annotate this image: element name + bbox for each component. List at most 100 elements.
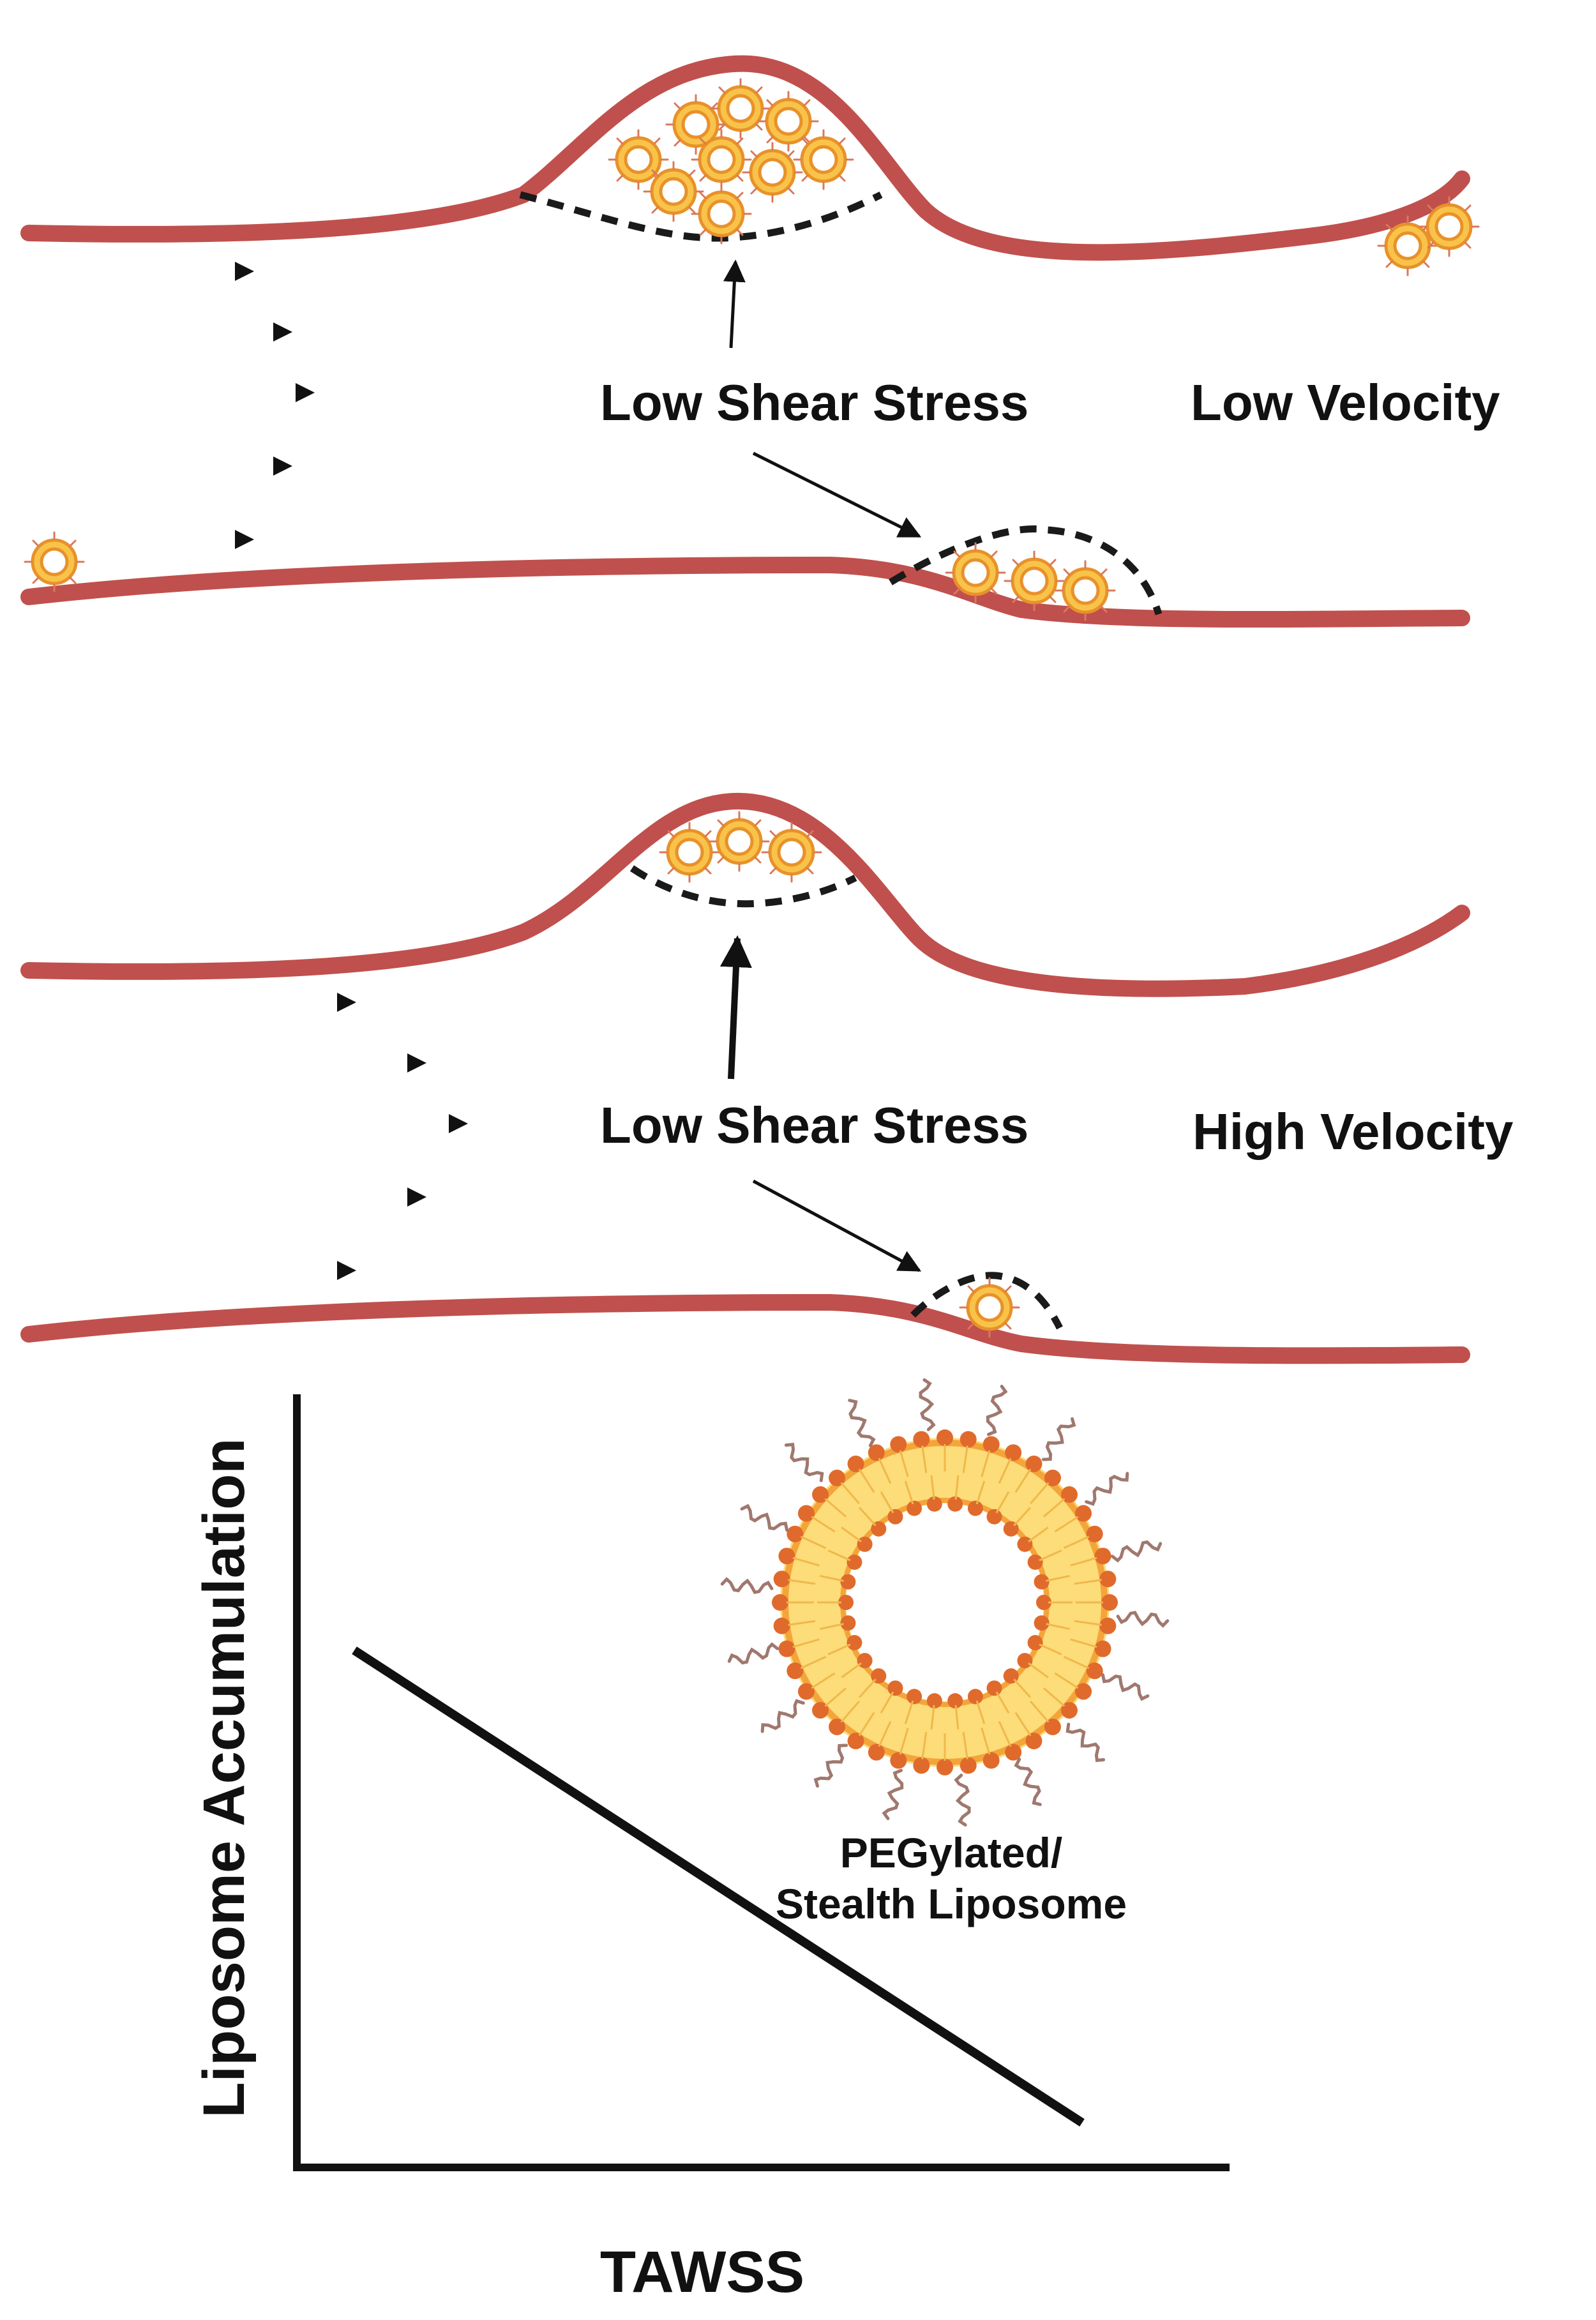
lipid-head	[797, 1683, 815, 1700]
pointer-arrow-up	[719, 935, 752, 1080]
lipid-head	[1034, 1574, 1050, 1590]
lipid-tail	[1063, 1535, 1090, 1549]
flow-arrows	[140, 262, 315, 549]
vessel-bottom-wall	[20, 557, 1470, 628]
peg-chain	[1065, 1722, 1106, 1763]
lipid-tail	[800, 1655, 827, 1669]
lipid-head	[812, 1701, 829, 1719]
lipid-head	[887, 1509, 903, 1525]
lipid-tail	[1063, 1655, 1090, 1669]
lipid-tail	[1043, 1687, 1065, 1707]
liposome-label-line1: PEGylated/	[840, 1829, 1062, 1876]
lipid-head	[967, 1689, 983, 1705]
lipid-heads	[772, 1429, 1118, 1775]
lipid-head	[1005, 1444, 1022, 1461]
shear-stress-label: Low Shear Stress	[600, 1097, 1028, 1154]
lipid-head	[787, 1525, 804, 1542]
pointer-arrow-up	[723, 259, 746, 349]
lipid-head	[1075, 1683, 1092, 1700]
lipid-head	[937, 1759, 953, 1775]
lipid-tail	[840, 1482, 860, 1505]
liposome-cluster	[660, 812, 1019, 1337]
accumulation-graph: TAWSS Liposome Accumulation	[192, 1394, 1230, 2305]
lipid-head	[838, 1595, 854, 1610]
lipid-head	[847, 1635, 862, 1651]
liposome-icon	[946, 543, 1005, 602]
lipid-head	[1060, 1486, 1078, 1503]
peg-chain	[760, 1699, 805, 1733]
lipid-tail	[1046, 1574, 1070, 1582]
lipid-head	[982, 1436, 1000, 1453]
lipid-tail	[954, 1475, 960, 1500]
lipid-tail	[975, 1700, 986, 1724]
lipid-head	[907, 1500, 922, 1516]
peg-chain	[1116, 1611, 1170, 1628]
lipid-head	[1017, 1536, 1033, 1552]
lipid-head	[960, 1757, 977, 1774]
plaque-boundary	[629, 865, 857, 908]
lipid-tail	[962, 1445, 968, 1473]
lipid-tail	[811, 1516, 836, 1533]
lipid-tail	[1014, 1712, 1032, 1736]
lipid-head	[773, 1571, 790, 1588]
lipid-tail	[820, 1574, 844, 1582]
vessel-top-wall	[20, 55, 1470, 261]
liposome-icon	[743, 143, 802, 202]
lipid-head	[847, 1455, 864, 1472]
lipid-tail	[1039, 1643, 1062, 1655]
lipid-tail	[792, 1638, 820, 1648]
lipid-head	[960, 1431, 977, 1448]
lipid-tail	[824, 1498, 847, 1518]
pointer-arrow-diag	[752, 1179, 922, 1272]
lipid-head	[1101, 1594, 1118, 1611]
lipid-head	[1025, 1455, 1043, 1472]
lipid-tail	[1014, 1468, 1032, 1493]
plaque-boundary	[519, 191, 883, 242]
lipid-head	[1044, 1470, 1061, 1487]
lipid-tail	[998, 1721, 1012, 1747]
lipid-head	[857, 1653, 873, 1669]
liposome-icon	[1005, 552, 1064, 610]
plaque-boundary-lower	[889, 525, 1163, 615]
peg-chain	[1085, 1472, 1129, 1506]
liposome-icon	[794, 130, 853, 189]
peg-liposome-icon	[720, 1378, 1170, 1827]
lipid-tail	[1070, 1556, 1097, 1567]
lipid-tail	[954, 1705, 960, 1730]
lipid-tail	[1039, 1549, 1062, 1562]
liposome-icon	[692, 130, 751, 189]
lipid-head	[1027, 1635, 1043, 1651]
lipid-head	[926, 1693, 942, 1709]
lipid-head	[1017, 1653, 1033, 1669]
lipid-head	[986, 1509, 1002, 1525]
lipid-head	[1027, 1554, 1043, 1570]
x-axis-label: TAWSS	[600, 2240, 804, 2305]
lipid-head	[907, 1689, 922, 1705]
lipid-tail	[878, 1458, 892, 1484]
lipid-tail	[921, 1445, 928, 1473]
lipid-tail	[859, 1507, 877, 1526]
lipid-head	[1034, 1615, 1050, 1631]
lipid-tail	[788, 1579, 816, 1585]
lipid-tail	[904, 1480, 914, 1505]
plaque-boundary-lower	[910, 1272, 1063, 1330]
lipid-tail	[1030, 1700, 1050, 1723]
lipid-tail	[1054, 1672, 1079, 1689]
peg-chain	[882, 1768, 904, 1820]
lipid-tail	[820, 1623, 844, 1631]
vessel-top-wall	[20, 792, 1470, 997]
lipid-tail	[1013, 1678, 1031, 1698]
lipid-tail	[858, 1712, 875, 1736]
lipid-tail	[998, 1458, 1012, 1484]
lipid-head	[967, 1500, 983, 1516]
lipid-tail	[792, 1556, 820, 1567]
lipid-head	[926, 1496, 942, 1512]
lipid-tail	[930, 1475, 935, 1500]
trend-line	[352, 1646, 1085, 2127]
peg-chain	[1041, 1417, 1076, 1461]
lipid-tail	[800, 1535, 827, 1549]
pointer-arrow-diag	[752, 451, 922, 538]
liposome-icon	[711, 79, 770, 138]
lipid-tail	[880, 1491, 894, 1514]
lipid-head	[772, 1594, 788, 1611]
